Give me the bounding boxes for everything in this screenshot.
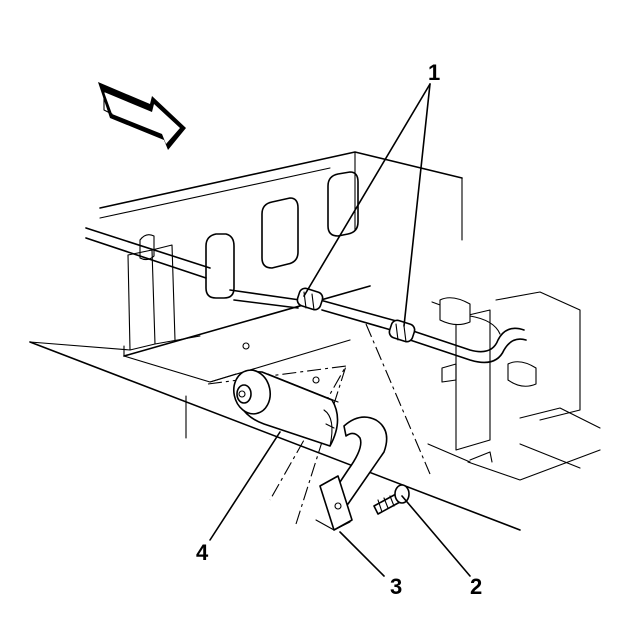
frame-structure xyxy=(29,151,601,531)
leader-lines xyxy=(209,83,471,577)
bracket-bolt xyxy=(373,484,410,515)
filter-bracket xyxy=(315,416,388,531)
fuel-lines xyxy=(85,227,537,387)
forward-arrow-icon xyxy=(98,82,186,150)
mounting-area-outline xyxy=(207,323,431,525)
callout-3: 3 xyxy=(390,574,402,599)
callout-2: 2 xyxy=(470,574,482,599)
callout-1: 1 xyxy=(428,60,440,85)
callout-4: 4 xyxy=(196,540,209,565)
fuel-line-fitting-left xyxy=(296,287,324,311)
fuel-line-fitting-right xyxy=(388,319,416,343)
fuel-filter xyxy=(233,369,339,447)
